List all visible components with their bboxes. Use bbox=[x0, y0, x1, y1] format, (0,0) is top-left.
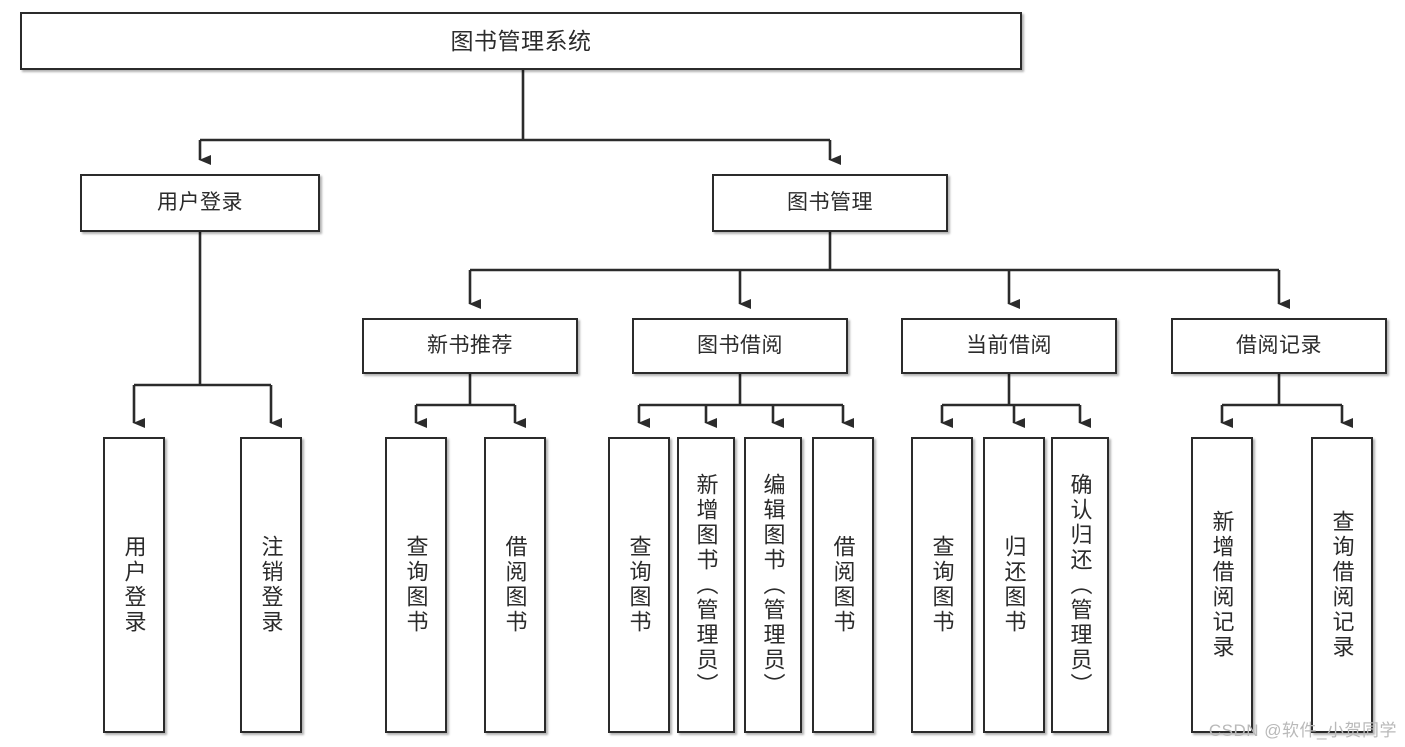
node-new-book-recommend[interactable]: 新书推荐 bbox=[362, 318, 578, 374]
leaf-query-book-recommend[interactable]: 查询图书 bbox=[385, 437, 447, 733]
node-label: 图书借阅 bbox=[697, 333, 783, 357]
node-label: 归还图书 bbox=[1001, 535, 1027, 635]
leaf-add-book-admin[interactable]: 新增图书（管理员） bbox=[677, 437, 735, 733]
node-label: 当前借阅 bbox=[966, 333, 1052, 357]
csdn-watermark: CSDN @软件_小贺同学 bbox=[1208, 721, 1397, 740]
node-label: 新书推荐 bbox=[427, 333, 513, 357]
leaf-borrow-book-recommend[interactable]: 借阅图书 bbox=[484, 437, 546, 733]
leaf-query-book-borrow[interactable]: 查询图书 bbox=[608, 437, 670, 733]
leaf-confirm-return-admin[interactable]: 确认归还（管理员） bbox=[1051, 437, 1109, 733]
leaf-user-login[interactable]: 用户登录 bbox=[103, 437, 165, 733]
node-label: 图书管理系统 bbox=[450, 27, 592, 54]
leaf-borrow-book[interactable]: 借阅图书 bbox=[812, 437, 874, 733]
node-user-login[interactable]: 用户登录 bbox=[80, 174, 320, 232]
node-label: 注销登录 bbox=[258, 535, 284, 635]
node-label: 新增图书（管理员） bbox=[693, 472, 719, 698]
node-label: 确认归还（管理员） bbox=[1067, 472, 1093, 698]
node-book-borrow[interactable]: 图书借阅 bbox=[632, 318, 848, 374]
node-book-management[interactable]: 图书管理 bbox=[712, 174, 948, 232]
leaf-logout[interactable]: 注销登录 bbox=[240, 437, 302, 733]
node-label: 用户登录 bbox=[121, 535, 147, 635]
node-label: 图书管理 bbox=[787, 190, 873, 214]
node-label: 查询图书 bbox=[929, 535, 955, 635]
node-label: 借阅图书 bbox=[830, 535, 856, 635]
node-label: 新增借阅记录 bbox=[1209, 510, 1235, 660]
node-label: 用户登录 bbox=[157, 190, 243, 214]
node-current-borrow[interactable]: 当前借阅 bbox=[901, 318, 1117, 374]
leaf-return-book[interactable]: 归还图书 bbox=[983, 437, 1045, 733]
node-label: 借阅记录 bbox=[1236, 333, 1322, 357]
leaf-query-borrow-record[interactable]: 查询借阅记录 bbox=[1311, 437, 1373, 733]
node-label: 查询图书 bbox=[403, 535, 429, 635]
node-label: 查询图书 bbox=[626, 535, 652, 635]
node-root-system[interactable]: 图书管理系统 bbox=[20, 12, 1022, 70]
leaf-add-borrow-record[interactable]: 新增借阅记录 bbox=[1191, 437, 1253, 733]
node-label: 查询借阅记录 bbox=[1329, 510, 1355, 660]
node-borrow-record[interactable]: 借阅记录 bbox=[1171, 318, 1387, 374]
leaf-query-book-current[interactable]: 查询图书 bbox=[911, 437, 973, 733]
leaf-edit-book-admin[interactable]: 编辑图书（管理员） bbox=[744, 437, 802, 733]
node-label: 借阅图书 bbox=[502, 535, 528, 635]
node-label: 编辑图书（管理员） bbox=[760, 472, 786, 698]
